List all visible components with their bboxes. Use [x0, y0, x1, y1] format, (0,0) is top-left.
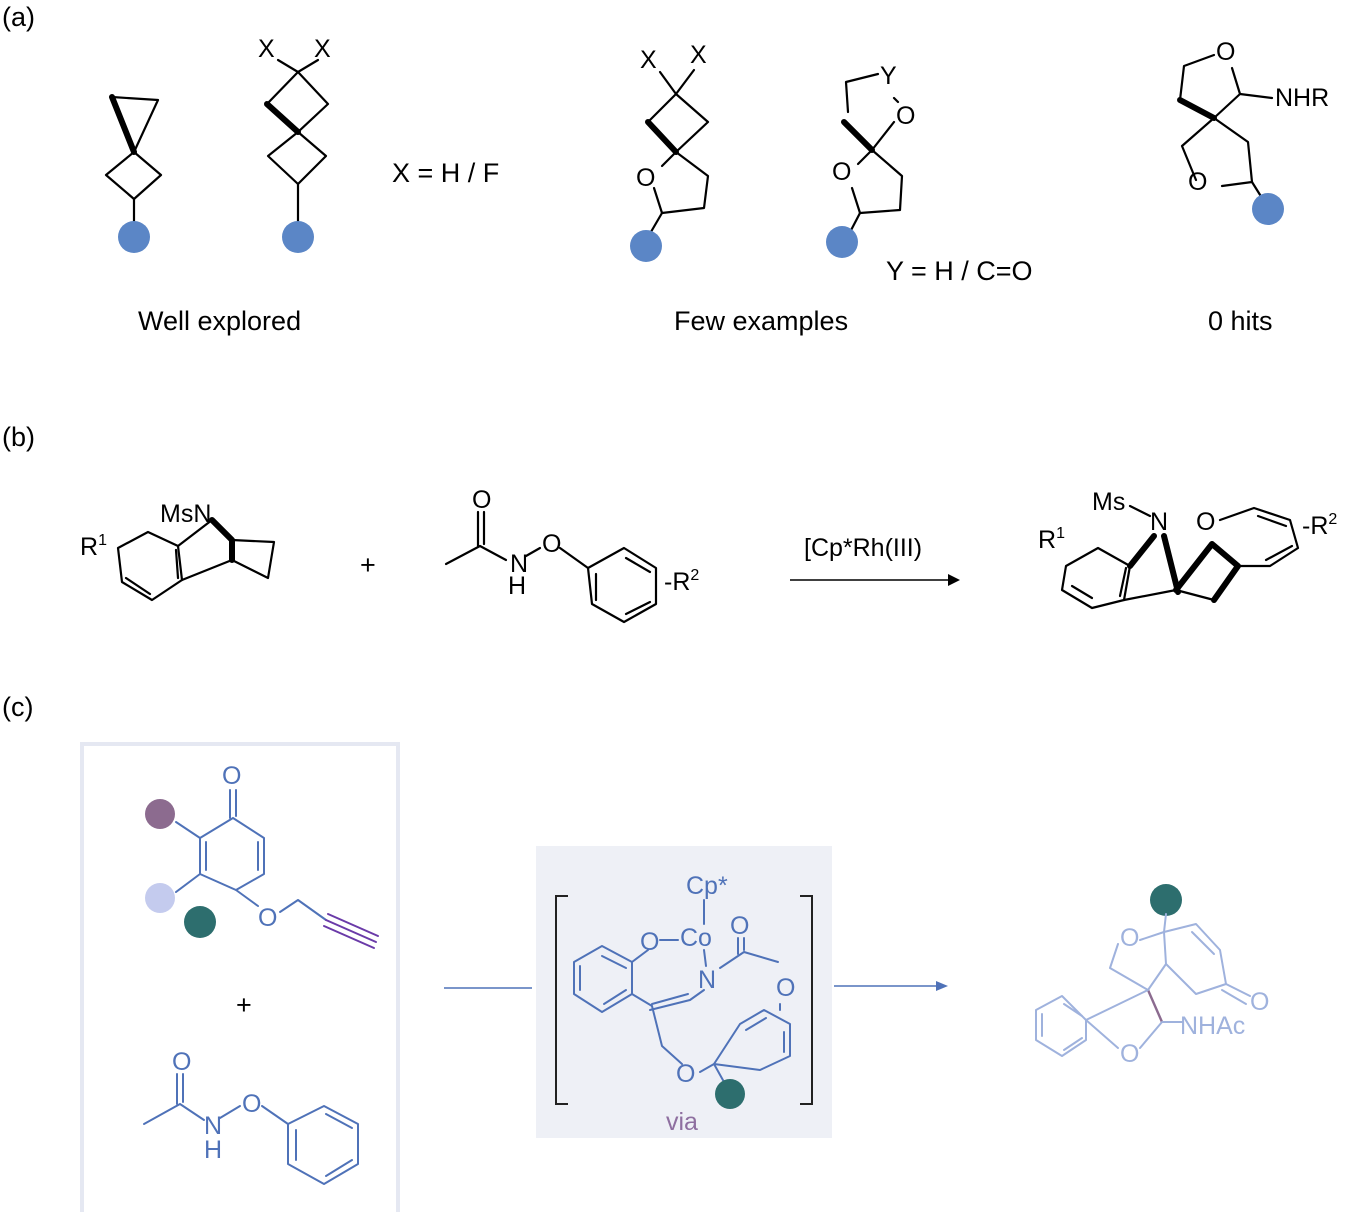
substituent-dot [630, 230, 662, 262]
atom-r: -R2 [1302, 511, 1337, 540]
zero-hits-structure: O NHR O [1177, 38, 1329, 225]
caption-few-examples: Few examples [674, 306, 848, 336]
via-label: via [666, 1108, 698, 1136]
atom-x-2: X [314, 35, 331, 63]
cyclohexadienone-substrate: O O [145, 762, 379, 949]
atom-n: N [204, 1112, 222, 1140]
arrow-head [936, 981, 948, 991]
atom-o: O [172, 1048, 191, 1076]
atom-n: N [510, 550, 528, 578]
atom-x-3: X [640, 46, 657, 74]
atom-h: H [204, 1136, 222, 1164]
r-letter: R [1310, 512, 1328, 540]
atom-nhr: NHR [1275, 84, 1329, 112]
r-letter: R [1038, 526, 1056, 554]
reaction-conditions: [Cp*Rh(III) [804, 534, 922, 562]
n-phenoxyacetamide: O N H O -R2 [444, 486, 699, 624]
r-superscript: 2 [1328, 511, 1337, 528]
atom-msn: MsN [160, 500, 211, 528]
caption-zero-hits: 0 hits [1208, 306, 1273, 336]
cp-star: Cp* [686, 872, 728, 900]
atom-o: O [730, 912, 749, 940]
teal-substituent-dot [1150, 884, 1182, 916]
x-definition: X = H / F [392, 158, 499, 188]
atom-y: Y [880, 62, 897, 90]
atom-o: O [472, 486, 491, 514]
r-letter: R [672, 568, 690, 596]
atom-o: O [636, 164, 655, 192]
atom-o: O [1216, 38, 1235, 66]
nhac-label: NHAc [1180, 1012, 1245, 1040]
intermediate-box: Cp* Co O O N O O via [536, 846, 832, 1138]
lavender-substituent-dot [145, 883, 175, 913]
substituent-dot [826, 226, 858, 258]
spirocyclic-product: O O O NHAc [1035, 884, 1269, 1068]
atom-o: O [1120, 924, 1139, 952]
substituent-dot [282, 221, 314, 253]
teal-substituent-dot [184, 906, 216, 938]
y-definition: Y = H / C=O [886, 256, 1033, 286]
atom-h: H [508, 572, 526, 600]
atom-o: O [1120, 1040, 1139, 1068]
spiro-hexane-structure [104, 94, 163, 253]
polycyclic-product: Ms N O R1 -R2 [1038, 488, 1337, 610]
atom-o: O [542, 530, 561, 558]
plus-sign-c: + [236, 990, 252, 1020]
panel-a-label: (a) [2, 2, 35, 32]
atom-o: O [222, 762, 241, 790]
right-bracket [800, 895, 813, 1105]
atom-o: O [1196, 508, 1215, 536]
intermediate-background [536, 846, 832, 1138]
panel-b-label: (b) [2, 422, 35, 452]
panel-c-label: (c) [2, 692, 33, 722]
r-superscript: 1 [1056, 525, 1065, 542]
mauve-substituent-dot [145, 799, 175, 829]
azabicycle-substrate: R1 MsN [80, 500, 276, 602]
dash: - [1302, 512, 1310, 540]
atom-n: N [1150, 508, 1168, 536]
atom-o: O [1188, 168, 1207, 196]
atom-ms: Ms [1092, 488, 1125, 516]
atom-o: O [1250, 988, 1269, 1016]
n-phenoxyacetamide-blue: O N H O [143, 1048, 359, 1185]
caption-well-explored: Well explored [138, 306, 301, 336]
left-bracket [555, 895, 568, 1105]
r-superscript: 1 [98, 532, 107, 549]
atom-o: O [676, 1060, 695, 1088]
atom-r: R1 [80, 532, 107, 561]
r-superscript: 2 [690, 567, 699, 584]
atom-n: N [698, 966, 716, 994]
atom-o: O [896, 102, 915, 130]
atom-r: -R2 [664, 567, 699, 596]
atom-o: O [242, 1090, 261, 1118]
substituent-dot [118, 221, 150, 253]
atom-o: O [258, 904, 277, 932]
reaction-arrow-b: [Cp*Rh(III) [790, 534, 960, 586]
atom-o: O [640, 928, 659, 956]
oxaspiro-structure-2: Y O O [826, 62, 915, 258]
panel-a: (a) X X X = H / F X X [2, 2, 1329, 336]
dash: - [664, 568, 672, 596]
oxaspiro-structure-1: X X O [630, 41, 710, 262]
atom-o: O [776, 974, 795, 1002]
plus-sign: + [360, 550, 376, 580]
spiro-heptane-structure: X X [258, 35, 331, 253]
panel-c: (c) O O + O N H O [2, 692, 1269, 1212]
atom-co: Co [680, 924, 712, 952]
panel-b: (b) R1 MsN + O N H O -R2 [C [2, 422, 1337, 624]
substrate-frame [80, 742, 400, 1212]
substituent-dot [1252, 193, 1284, 225]
atom-r: R1 [1038, 525, 1065, 554]
atom-x-1: X [258, 35, 275, 63]
atom-o: O [832, 158, 851, 186]
teal-substituent-dot [715, 1079, 745, 1109]
r-letter: R [80, 533, 98, 561]
atom-x-4: X [690, 41, 707, 69]
